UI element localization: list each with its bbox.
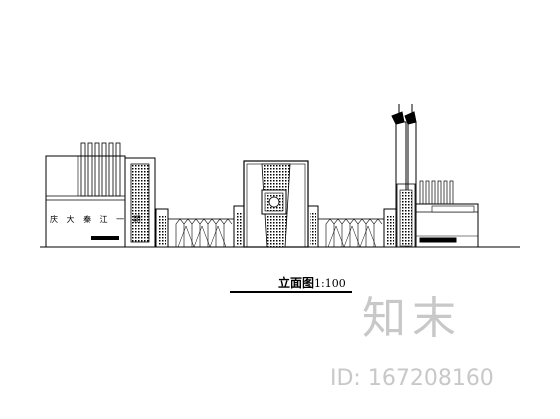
right-guardhouse xyxy=(415,180,479,248)
watermark-id: ID: 167208160 xyxy=(330,366,494,391)
left-sign-bar xyxy=(91,236,119,240)
left-guardhouse-sign: 庆 大 秦 江 一 期 xyxy=(50,215,144,224)
right-towers xyxy=(391,104,417,248)
left-column xyxy=(124,157,156,248)
drawing-caption: 立面图1:100 xyxy=(278,274,346,291)
left-pipes xyxy=(80,142,121,197)
watermark-logo: 知末 xyxy=(362,293,462,344)
right-small-pier xyxy=(383,208,397,248)
left-small-pier xyxy=(155,208,169,248)
left-fence xyxy=(167,218,235,248)
central-gate xyxy=(233,160,319,248)
left-guardhouse xyxy=(45,142,126,248)
drawing-title: 立面图 xyxy=(278,276,315,290)
drawing-scale: 1:100 xyxy=(314,277,346,290)
right-pipes xyxy=(419,180,454,205)
right-fence xyxy=(317,218,385,248)
